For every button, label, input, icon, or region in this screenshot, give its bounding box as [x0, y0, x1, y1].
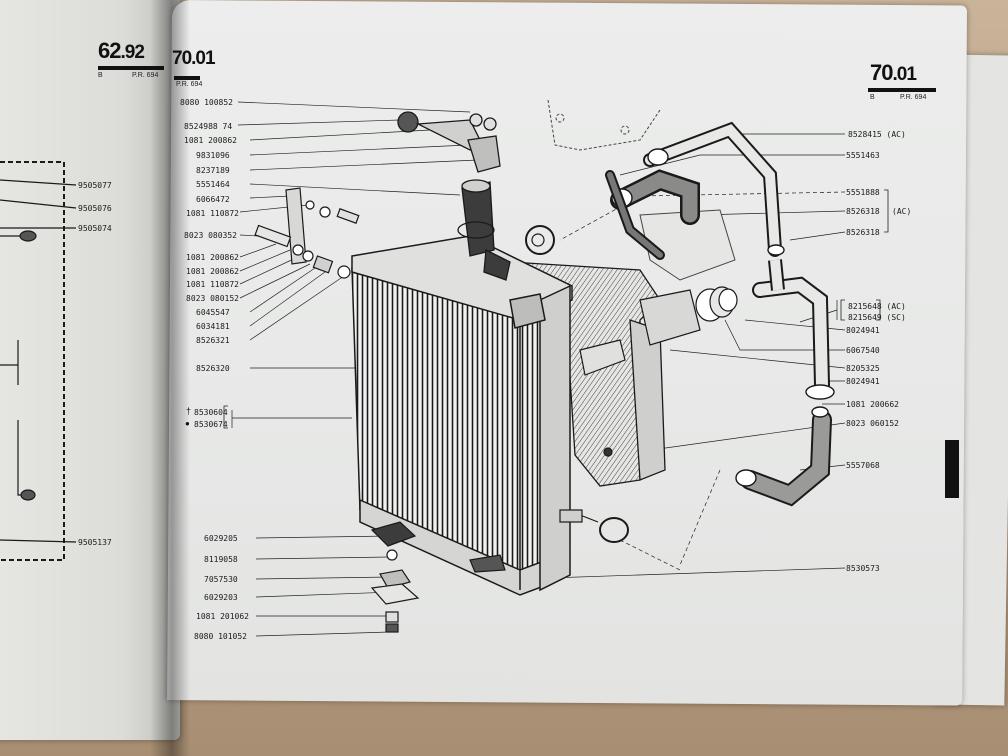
part-label: 8215648 (AC) — [848, 302, 906, 311]
part-label: 5551463 — [846, 151, 880, 160]
part-label: 8215649 (SC) — [848, 313, 906, 322]
engine-fragment — [547, 99, 736, 281]
dagger-symbol: † — [186, 406, 192, 416]
radiator — [351, 235, 573, 596]
part-label: 5557068 — [846, 461, 880, 470]
part-label: 8119058 — [204, 555, 238, 564]
left-page-number-major: 62 — [98, 38, 122, 63]
hoses — [605, 121, 835, 507]
dot-symbol: ● — [185, 419, 190, 428]
part-label: 8530573 — [846, 564, 880, 573]
left-part-label: 9505077 — [78, 181, 112, 190]
part-label: 1081 200862 — [186, 267, 239, 276]
left-page-number-bar — [98, 66, 164, 70]
bracket-note: (AC) — [892, 207, 912, 216]
right-page-sub-b: B — [870, 94, 875, 101]
part-label: 8526321 — [196, 336, 230, 345]
part-label: 8080 101052 — [194, 632, 247, 641]
left-page-sub-b: B — [98, 72, 103, 79]
part-label: 1081 201062 — [196, 612, 249, 621]
part-label: 7057530 — [204, 575, 238, 584]
part-label: 9831096 — [196, 151, 230, 160]
part-label: 8024941 — [846, 377, 880, 386]
filler-neck-and-cap — [397, 111, 511, 281]
part-label: 8530674 — [194, 420, 228, 429]
part-label: 8524988 74 — [184, 122, 233, 131]
right-page-number-major: 70 — [870, 60, 894, 85]
left-wiring-diagram — [0, 161, 77, 561]
right-page-number-bar — [868, 88, 936, 92]
part-label: 8024941 — [846, 326, 880, 335]
left-page-number-minor: .92 — [120, 42, 144, 63]
part-label: 8023 060152 — [846, 419, 899, 428]
mounting-bracket — [254, 187, 555, 279]
part-label: 6066472 — [196, 195, 230, 204]
left-part-label: 9505137 — [78, 538, 112, 547]
part-label: 8530604 — [194, 408, 228, 417]
right-page-sub-pr: P.R. 694 — [900, 94, 927, 101]
left-part-label: 9505074 — [78, 224, 112, 233]
part-label: 8080 100852 — [180, 98, 233, 107]
section-tab-marker — [945, 440, 959, 498]
part-label: 8237189 — [196, 166, 230, 175]
overlap-page-sub: P.R. 694 — [176, 81, 203, 88]
left-page-number: 62.92 — [98, 38, 145, 64]
overlap-page-bar — [174, 76, 200, 80]
left-page — [0, 0, 180, 740]
leader-lines-left — [231, 101, 479, 637]
brackets — [223, 189, 889, 429]
part-label: 6029203 — [204, 593, 238, 602]
left-part-label: 9505076 — [78, 204, 112, 213]
thermostat-assembly — [559, 286, 738, 543]
part-label: 1081 110872 — [186, 209, 239, 218]
part-label: 8205325 — [846, 364, 880, 373]
right-page-number: 70.01 — [870, 60, 917, 86]
part-label: 8526320 — [196, 364, 230, 373]
right-page-number-minor: .01 — [892, 64, 916, 85]
part-label: 1081 200862 — [184, 136, 237, 145]
part-label: 8023 080352 — [184, 231, 237, 240]
part-label: 8526318 — [846, 207, 880, 216]
part-label: 1081 200662 — [846, 400, 899, 409]
part-label: 1081 200862 — [186, 253, 239, 262]
overlap-page-number: 70.01 — [172, 48, 216, 70]
part-label: 5551464 — [196, 180, 230, 189]
part-label: 6034181 — [196, 322, 230, 331]
part-label: 6067540 — [846, 346, 880, 355]
overlap-page-number-text: 70.01 — [172, 48, 216, 69]
part-label: 8528415 (AC) — [848, 130, 906, 139]
left-page-sub-pr: P.R. 694 — [132, 72, 159, 79]
part-label: 8023 080152 — [186, 294, 239, 303]
part-label: 1081 110872 — [186, 280, 239, 289]
part-label: 6045547 — [196, 308, 230, 317]
part-label: 6029205 — [204, 534, 238, 543]
part-label: 8526318 — [846, 228, 880, 237]
lower-mount-parts — [370, 521, 506, 633]
part-label: 5551888 — [846, 188, 880, 197]
